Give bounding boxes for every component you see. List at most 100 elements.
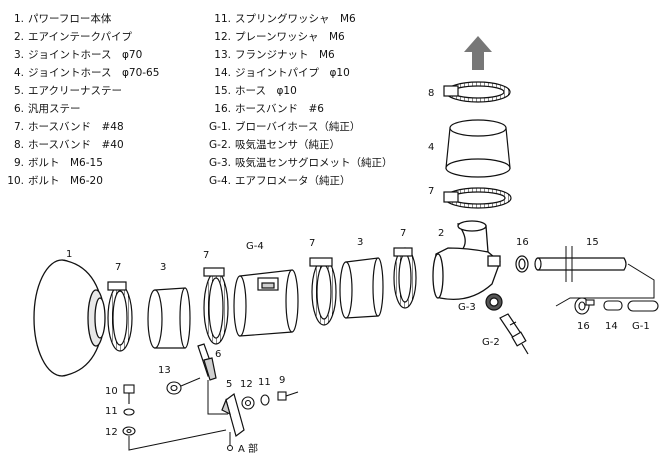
callout-14: 14: [605, 321, 618, 332]
leader-15-lines: [555, 263, 655, 307]
callout-12b: 12: [105, 427, 118, 438]
part-name: ブローバイホース（純正）: [235, 121, 361, 133]
leader-13-6: [180, 377, 201, 387]
callout-12a: 12: [240, 379, 253, 390]
part-number: 3.: [13, 49, 24, 61]
parts-list-row: G-2.吸気温センサ（純正）: [203, 136, 393, 154]
part-number: 2.: [13, 31, 24, 43]
part-5-cleaner-stay: [221, 392, 245, 438]
parts-list-row: 3. ジョイントホース φ70: [6, 46, 159, 64]
part-name: パワーフロー本体: [28, 13, 112, 25]
part-6-stay: [197, 343, 217, 381]
part-name: 汎用ステー: [28, 103, 81, 115]
callout-g2: G-2: [482, 337, 500, 348]
callout-3a: 3: [160, 262, 166, 273]
part-name: 吸気温センサグロメット（純正）: [235, 157, 393, 169]
part-name: エアフロメータ（純正）: [235, 175, 351, 187]
callout-13: 13: [158, 365, 171, 376]
callout-15: 15: [586, 237, 599, 248]
callout-5: 5: [226, 379, 232, 390]
parts-list-row: 4. ジョイントホース φ70-65: [6, 64, 159, 82]
part-number: G-1.: [209, 121, 231, 133]
part-name: ボルト M6-15: [28, 157, 103, 169]
callout-7e: 7: [428, 186, 434, 197]
leader-stay-lines: [207, 380, 228, 415]
part-12-plain-washer-a: [241, 396, 255, 410]
callout-16b: 16: [577, 321, 590, 332]
part-number: 11.: [214, 13, 231, 25]
parts-list-row: 9. ボルト M6-15: [6, 154, 159, 172]
parts-list-row: 14.ジョイントパイプ φ10: [203, 64, 393, 82]
part-15-hose: [534, 246, 627, 282]
parts-list-row: 5.エアクリーナステー: [6, 82, 159, 100]
parts-list-row: 12. プレーンワッシャ M6: [203, 28, 393, 46]
part-8-hose-band: [443, 81, 511, 103]
part-9-bolt: [277, 391, 299, 401]
part-number: 7.: [13, 121, 24, 133]
part-3-joint-hose-b: [339, 257, 384, 319]
part-number: G-3.: [209, 157, 231, 169]
parts-list-row: 1. パワーフロー本体: [6, 10, 159, 28]
parts-list-row: G-4. エアフロメータ（純正）: [203, 172, 393, 190]
callout-7a: 7: [115, 262, 121, 273]
parts-list-row: 6. 汎用ステー: [6, 100, 159, 118]
part-number: 10.: [7, 175, 24, 187]
callout-6: 6: [215, 349, 221, 360]
detail-a-label: A 部: [238, 442, 258, 455]
part-name: 吸気温センサ（純正）: [235, 139, 340, 151]
part-10-bolt: [123, 384, 135, 404]
callout-g3: G-3: [458, 302, 476, 313]
part-g4-airflow-meter: [233, 269, 299, 337]
callout-16a: 16: [516, 237, 529, 248]
part-7-hose-band-c: [309, 257, 337, 326]
callout-g4: G-4: [246, 241, 264, 252]
part-number: 8.: [13, 139, 24, 151]
part-number: G-4.: [209, 175, 231, 187]
airflow-arrow-icon: [464, 36, 492, 70]
parts-list-row: 10. ボルト M6-20: [6, 172, 159, 190]
part-name: ホース φ10: [235, 85, 297, 97]
part-name: エアクリーナステー: [28, 85, 122, 97]
callout-g1: G-1: [632, 321, 650, 332]
part-name: ホースバンド #48: [28, 121, 124, 133]
part-g1-blowby-hose: [627, 300, 659, 312]
callout-2: 2: [438, 228, 444, 239]
part-number: 13.: [214, 49, 231, 61]
part-3-joint-hose-a: [147, 287, 191, 349]
part-13-flange-nut: [166, 381, 182, 395]
part-11-spring-washer-b: [123, 408, 135, 416]
part-name: ジョイントパイプ φ10: [235, 67, 350, 79]
part-number: 4.: [13, 67, 24, 79]
part-name: ジョイントホース φ70-65: [28, 67, 160, 79]
part-number: 15.: [214, 85, 231, 97]
parts-list-row: 7. ホースバンド #48: [6, 118, 159, 136]
callout-7b: 7: [203, 250, 209, 261]
part-g3-grommet: [485, 293, 503, 311]
part-16-hose-band-b: [574, 297, 595, 315]
part-name: プレーンワッシャ M6: [235, 31, 345, 43]
parts-list-row: G-1. ブローバイホース（純正）: [203, 118, 393, 136]
part-name: ジョイントホース φ70: [28, 49, 143, 61]
callout-4: 4: [428, 142, 434, 153]
part-name: ボルト M6-20: [28, 175, 103, 187]
part-number: 6.: [13, 103, 24, 115]
parts-list-row: 11. スプリングワッシャ M6: [203, 10, 393, 28]
part-14-joint-pipe: [603, 300, 623, 311]
parts-list-row: G-3. 吸気温センサグロメット（純正）: [203, 154, 393, 172]
part-number: 1.: [13, 13, 24, 25]
part-name: エアインテークパイプ: [28, 31, 132, 43]
callout-11b: 11: [105, 406, 118, 417]
part-7-hose-band-b: [203, 267, 229, 345]
part-7-hose-band-d: [393, 247, 417, 309]
callout-8: 8: [428, 88, 434, 99]
part-2-intake-pipe: [432, 220, 501, 301]
parts-list-row: 2. エアインテークパイプ: [6, 28, 159, 46]
parts-list-row: 8.ホースバンド #40: [6, 136, 159, 154]
callout-1: 1: [66, 249, 72, 260]
part-number: 12.: [214, 31, 231, 43]
part-name: スプリングワッシャ M6: [235, 13, 356, 25]
part-11-spring-washer-a: [260, 394, 270, 406]
part-number: 9.: [13, 157, 24, 169]
